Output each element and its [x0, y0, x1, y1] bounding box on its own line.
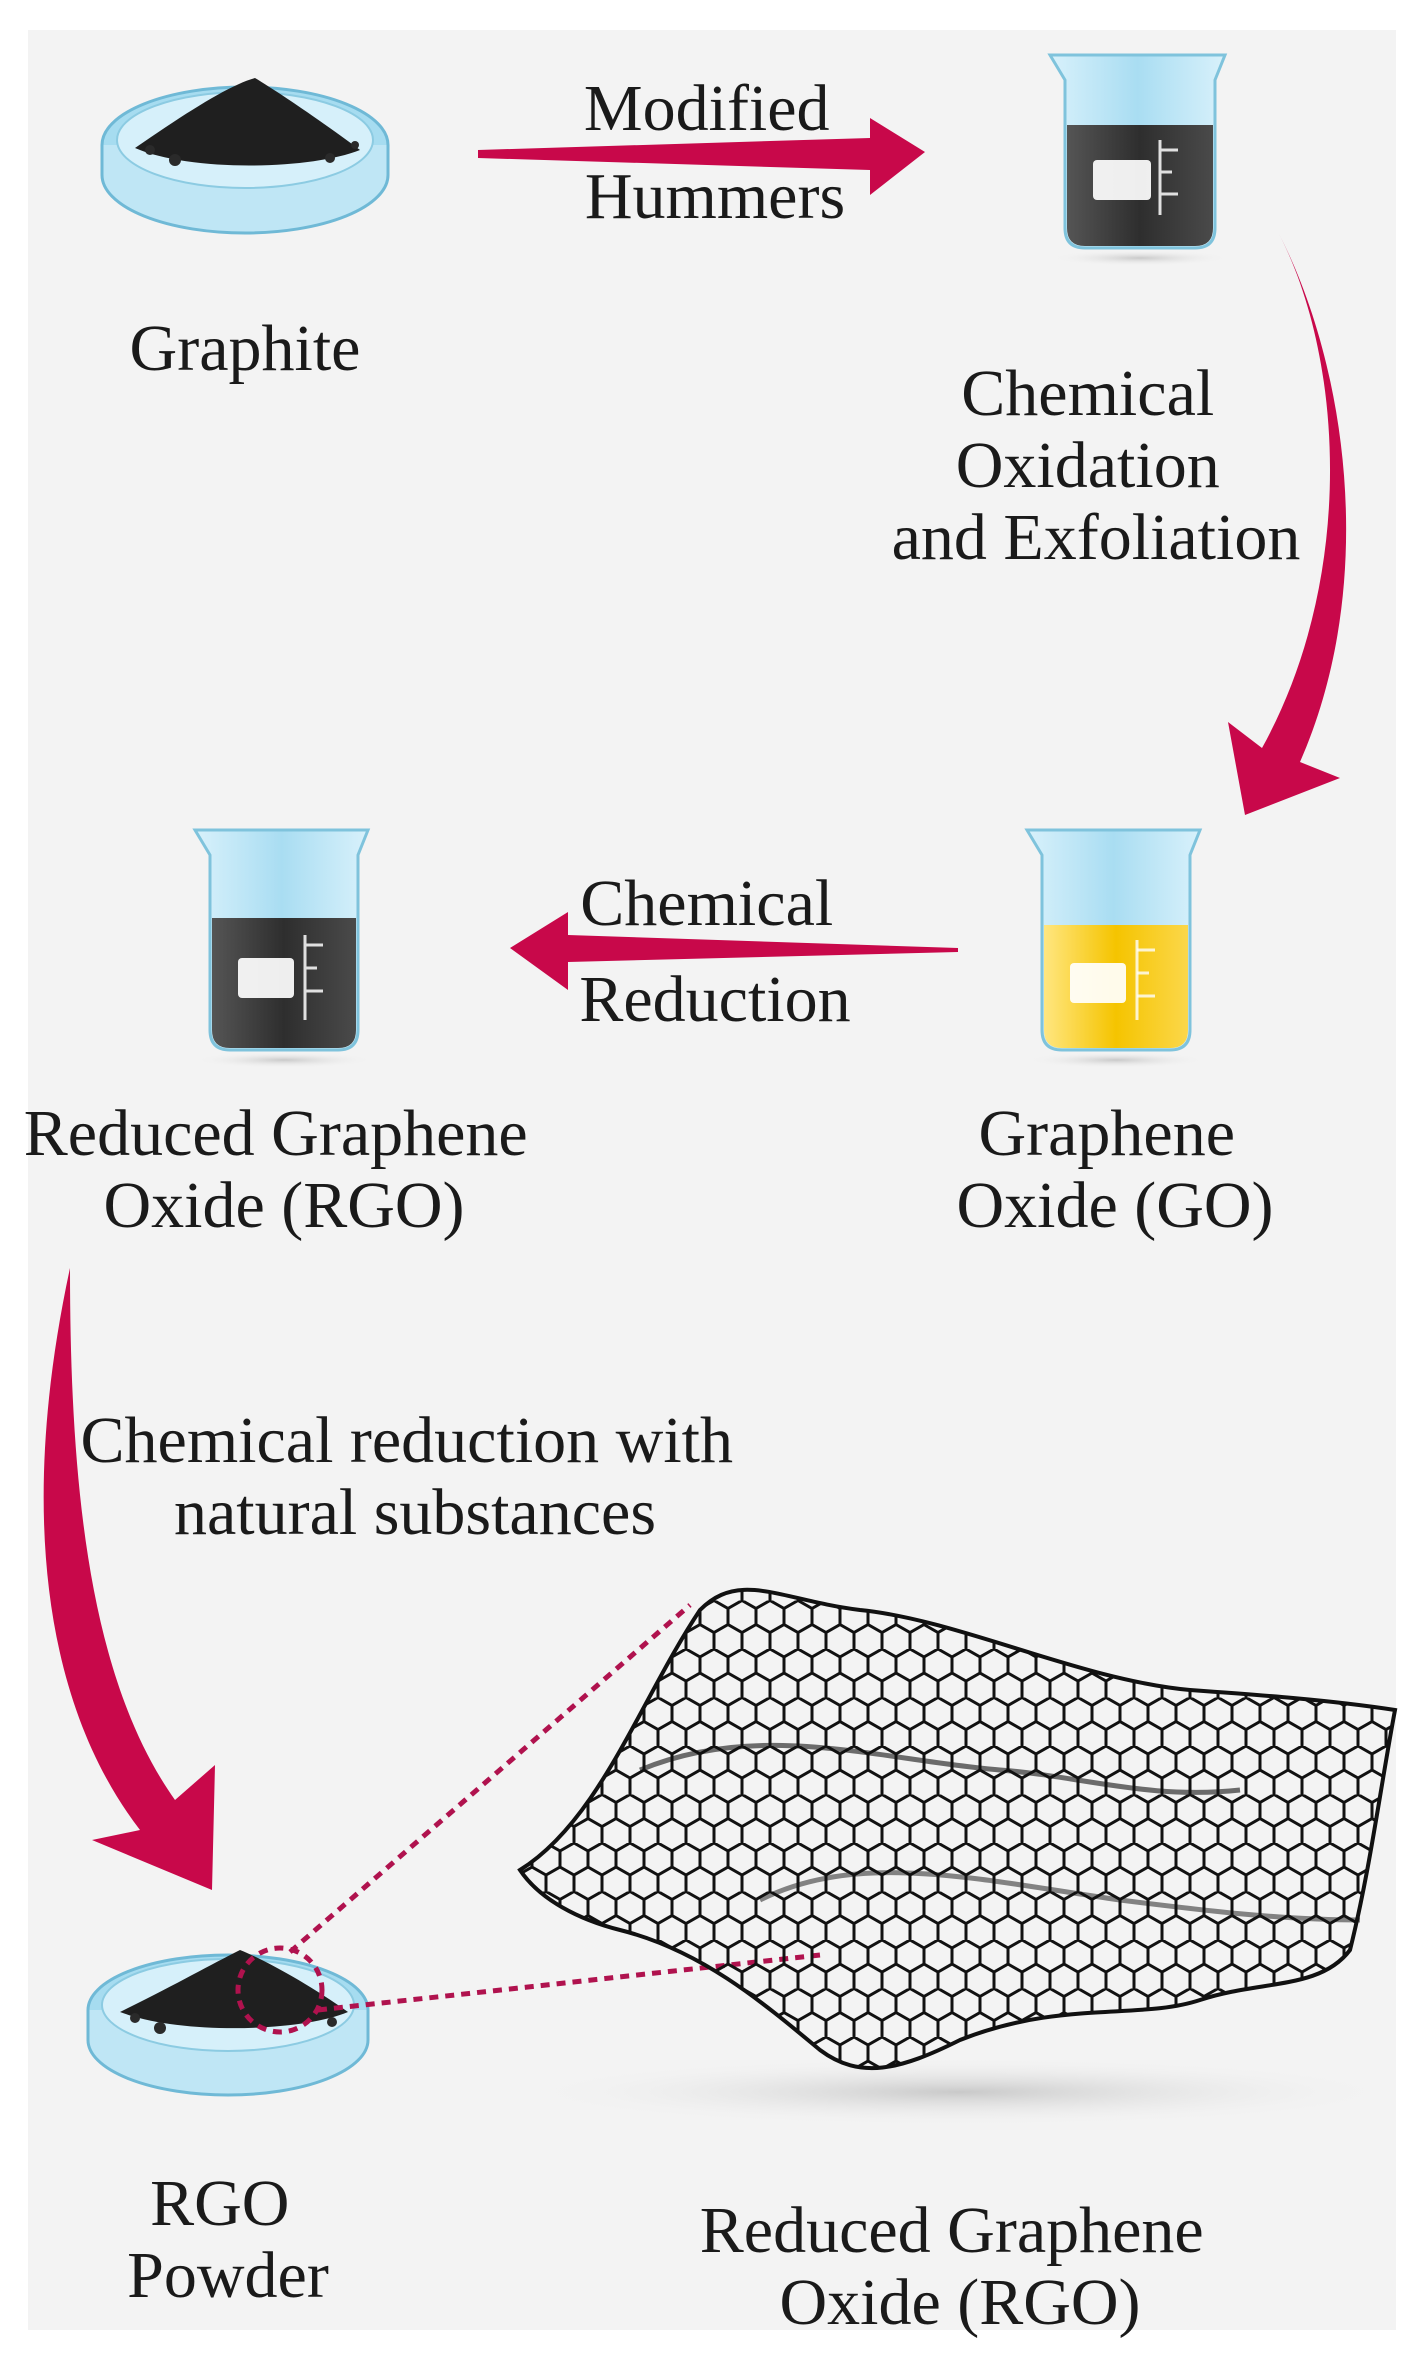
natural-reduction-label: Chemical reduction with natural substanc… [81, 1404, 750, 1549]
rgo-beaker-icon [192, 828, 374, 1068]
arrow-natural-reduction [43, 1268, 216, 1890]
arrow-chemical-oxidation [1228, 232, 1347, 815]
oxidized-beaker-icon [1047, 53, 1230, 266]
graphite-dish-icon [100, 78, 390, 235]
go-label: Graphene Oxide (GO) [956, 1097, 1273, 1242]
rgo-dish-icon [86, 1950, 370, 2097]
modified-hummers-label: Modified Hummers [584, 72, 846, 233]
chemical-oxidation-label: Chemical Oxidation and Exfoliation [892, 357, 1301, 574]
rgo-powder-label: RGO Powder [127, 2167, 329, 2312]
graphite-label: Graphite [130, 312, 361, 385]
arrow-modified-hummers [478, 118, 925, 195]
rgo-sheet-label: Reduced Graphene Oxide (RGO) [700, 2194, 1220, 2339]
go-beaker-icon [1024, 828, 1206, 1068]
rgo-top-label: Reduced Graphene Oxide (RGO) [24, 1097, 544, 1242]
arrow-chemical-reduction [510, 912, 958, 990]
chemical-reduction-label: Chemical Reduction [579, 867, 850, 1036]
